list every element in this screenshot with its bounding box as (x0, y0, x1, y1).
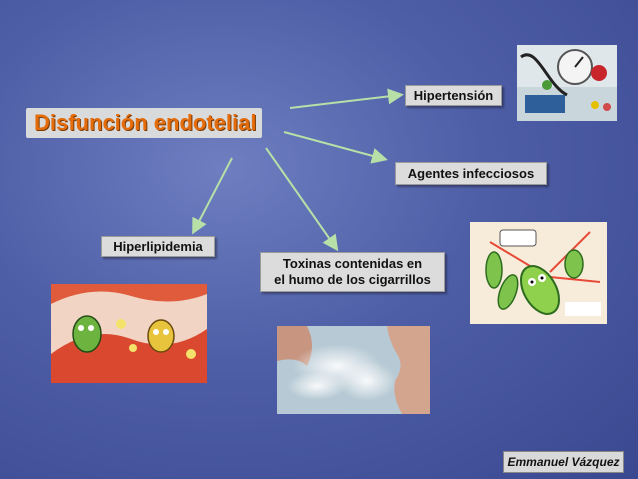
bacteria-image (470, 222, 607, 324)
node-toxinas-line2: el humo de los cigarrillos (274, 272, 431, 287)
author-credit: Emmanuel Vázquez (503, 451, 624, 473)
cholesterol-image (51, 284, 207, 383)
node-hipertension-label: Hipertensión (413, 87, 494, 103)
node-toxinas: Toxinas contenidas en el humo de los cig… (260, 252, 445, 292)
author-credit-text: Emmanuel Vázquez (507, 455, 620, 469)
blood-pressure-icon (517, 45, 617, 121)
node-hipertension: Hipertensión (405, 85, 502, 106)
node-agentes-label: Agentes infecciosos (407, 165, 535, 181)
node-hiperlipidemia-label: Hiperlipidemia (113, 238, 203, 254)
arrow-to-toxinas (265, 147, 339, 252)
slide-title: Disfunción endotelial (34, 110, 257, 135)
bacteria-icon (470, 222, 607, 324)
smoke-icon (277, 326, 430, 414)
cholesterol-icon (51, 284, 207, 383)
node-toxinas-line1: Toxinas contenidas en (282, 256, 423, 271)
node-hiperlipidemia: Hiperlipidemia (101, 236, 215, 257)
title-background (26, 108, 262, 138)
node-agentes-infecciosos: Agentes infecciosos (395, 162, 547, 185)
smoke-image (277, 326, 430, 414)
arrow-to-agentes (283, 131, 388, 164)
arrow-to-hiperlipidemia (192, 157, 233, 235)
arrow-to-hipertension (289, 88, 404, 109)
blood-pressure-image (517, 45, 617, 121)
